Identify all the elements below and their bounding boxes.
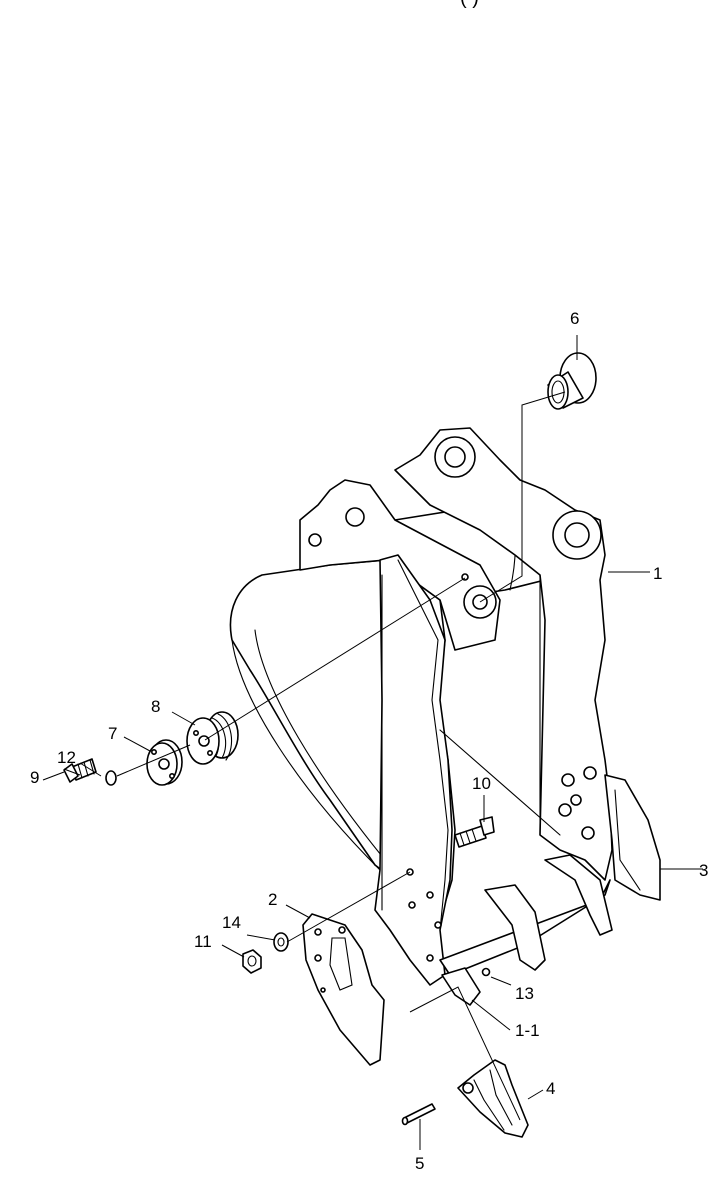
part-4-tooth bbox=[457, 1059, 529, 1138]
callout-11: 11 bbox=[194, 932, 212, 951]
callout-4: 4 bbox=[546, 1079, 555, 1098]
callout-3: 3 bbox=[699, 861, 708, 880]
part-7-plate bbox=[146, 739, 183, 786]
part-6-bushing bbox=[547, 352, 597, 410]
part-11-nut bbox=[242, 949, 262, 974]
callout-7: 7 bbox=[108, 724, 117, 743]
part-8-boss bbox=[186, 711, 239, 765]
callout-13: 13 bbox=[515, 984, 534, 1003]
bucket-body bbox=[229, 427, 661, 1006]
callout-9: 9 bbox=[30, 768, 39, 787]
part-5-pin bbox=[401, 1103, 436, 1126]
callout-5: 5 bbox=[415, 1154, 424, 1173]
callout-12: 12 bbox=[57, 748, 76, 767]
tooth-adapters bbox=[441, 854, 613, 1006]
callout-2: 2 bbox=[268, 890, 277, 909]
callout-labels: 1 1-1 2 3 4 5 6 7 8 9 10 11 12 13 14 bbox=[30, 309, 708, 1173]
callout-1-1: 1-1 bbox=[515, 1021, 540, 1040]
part-13-pin bbox=[481, 967, 491, 977]
header-text: ( ) bbox=[460, 0, 479, 9]
part-14-washer bbox=[273, 932, 289, 952]
part-12-washer bbox=[105, 770, 117, 786]
part-10-bolt bbox=[454, 816, 495, 848]
callout-1: 1 bbox=[653, 564, 662, 583]
leader-lines bbox=[42, 335, 703, 1150]
part-2-side-protector bbox=[302, 913, 385, 1066]
callout-8: 8 bbox=[151, 697, 160, 716]
callout-14: 14 bbox=[222, 913, 241, 932]
callout-6: 6 bbox=[570, 309, 579, 328]
callout-10: 10 bbox=[472, 774, 491, 793]
